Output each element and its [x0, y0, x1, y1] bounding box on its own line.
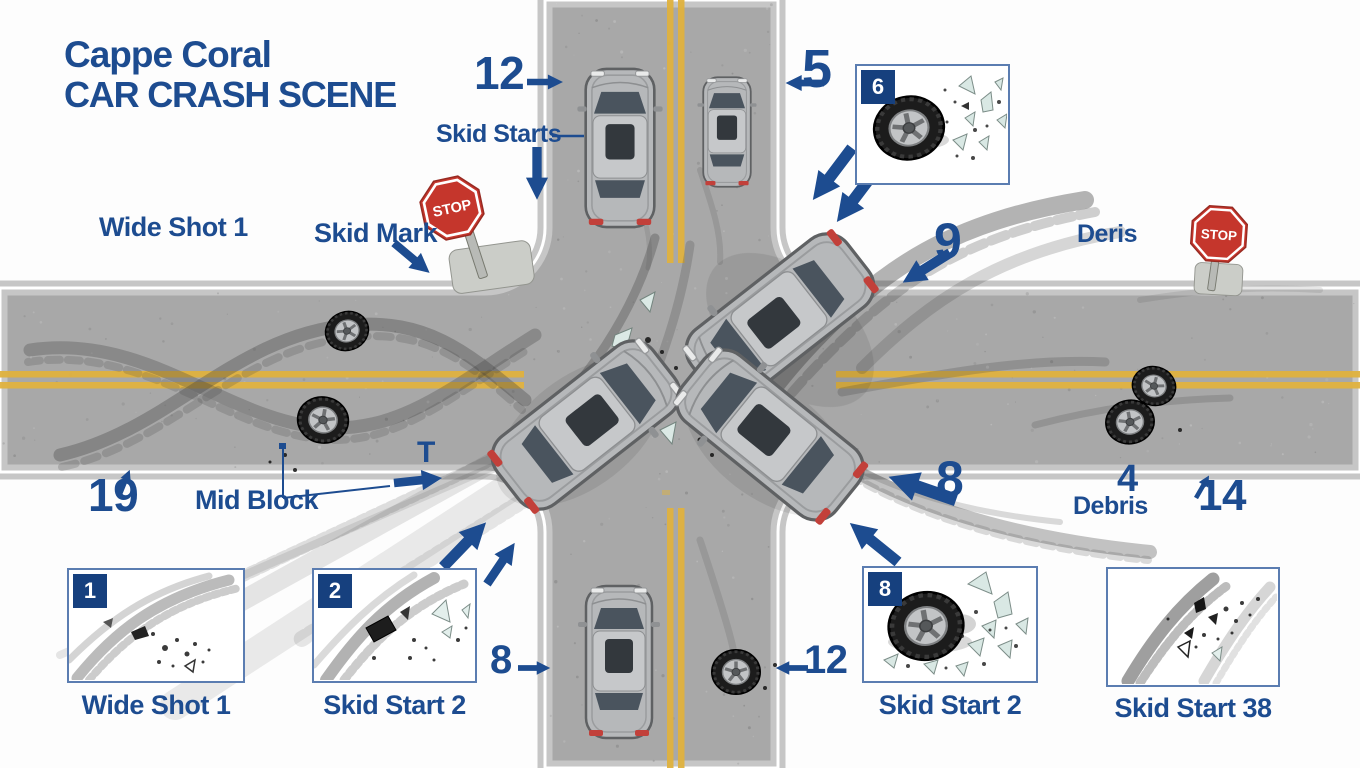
label-wide-shot-1: Wide Shot 1	[99, 212, 248, 242]
title-line-2: CAR CRASH SCENE	[64, 74, 397, 116]
inset-8-art	[864, 571, 1029, 678]
inset-box-1: 1	[67, 568, 245, 683]
inset-box-38	[1106, 567, 1280, 687]
car-northbound-top-right-lane	[696, 76, 758, 188]
inset-8-badge: 8	[868, 572, 902, 606]
callout-12-bottom: 12	[804, 638, 848, 682]
label-skid-mark: Skid Mark	[314, 218, 438, 248]
inset-38-art	[1121, 572, 1277, 684]
detached-tire-5	[710, 648, 762, 696]
mid-block-dot	[279, 443, 286, 449]
label-mid-block: Mid Block	[195, 485, 319, 515]
stop-sign-text: STOP	[1200, 226, 1237, 243]
title-line-1: Cappe Coral	[64, 34, 272, 75]
stop-sign-left: STOP	[415, 171, 535, 294]
stop-sign-right: STOP	[1188, 203, 1250, 297]
inset-6-badge: 6	[861, 70, 895, 104]
marker-t: T	[417, 436, 435, 469]
inset-1-art	[69, 572, 242, 680]
callout-5: 5	[802, 39, 832, 99]
inset-box-8: 8	[862, 566, 1038, 683]
label-skid-starts: Skid Starts	[436, 120, 562, 148]
label-deris: Deris	[1077, 220, 1138, 248]
callout-9: 9	[934, 213, 962, 269]
callout-12-top: 12	[474, 47, 525, 99]
mid-block-leader	[282, 448, 391, 499]
inset-38-caption: Skid Start 38	[1114, 693, 1272, 723]
arrow-8-up-left-2	[841, 512, 907, 573]
label-debris: Debris	[1073, 492, 1148, 520]
page-title: Cappe Coral CAR CRASH SCENE	[64, 34, 397, 116]
inset-box-6: 6	[855, 64, 1010, 185]
callout-19: 19	[88, 469, 139, 521]
leader-lines	[279, 134, 584, 499]
inset-2-caption: Skid Start 2	[323, 690, 466, 720]
callout-8-right: 8	[936, 451, 964, 507]
inset-1-caption: Wide Shot 1	[81, 690, 231, 720]
arrow-up-right-2	[478, 537, 524, 590]
inset-8-caption: Skid Start 2	[878, 690, 1022, 720]
callout-14: 14	[1198, 471, 1246, 520]
car-bottom-road	[576, 584, 662, 740]
inset-2-badge: 2	[318, 574, 352, 608]
inset-box-2: 2	[312, 568, 477, 683]
inset-1-badge: 1	[73, 574, 107, 608]
car-northbound-top-left-lane	[576, 67, 664, 229]
callout-4: 4	[1117, 458, 1138, 500]
callout-8-bottom: 8	[490, 638, 512, 682]
inset-2-art	[314, 571, 471, 680]
inset-6-art	[857, 75, 1007, 182]
